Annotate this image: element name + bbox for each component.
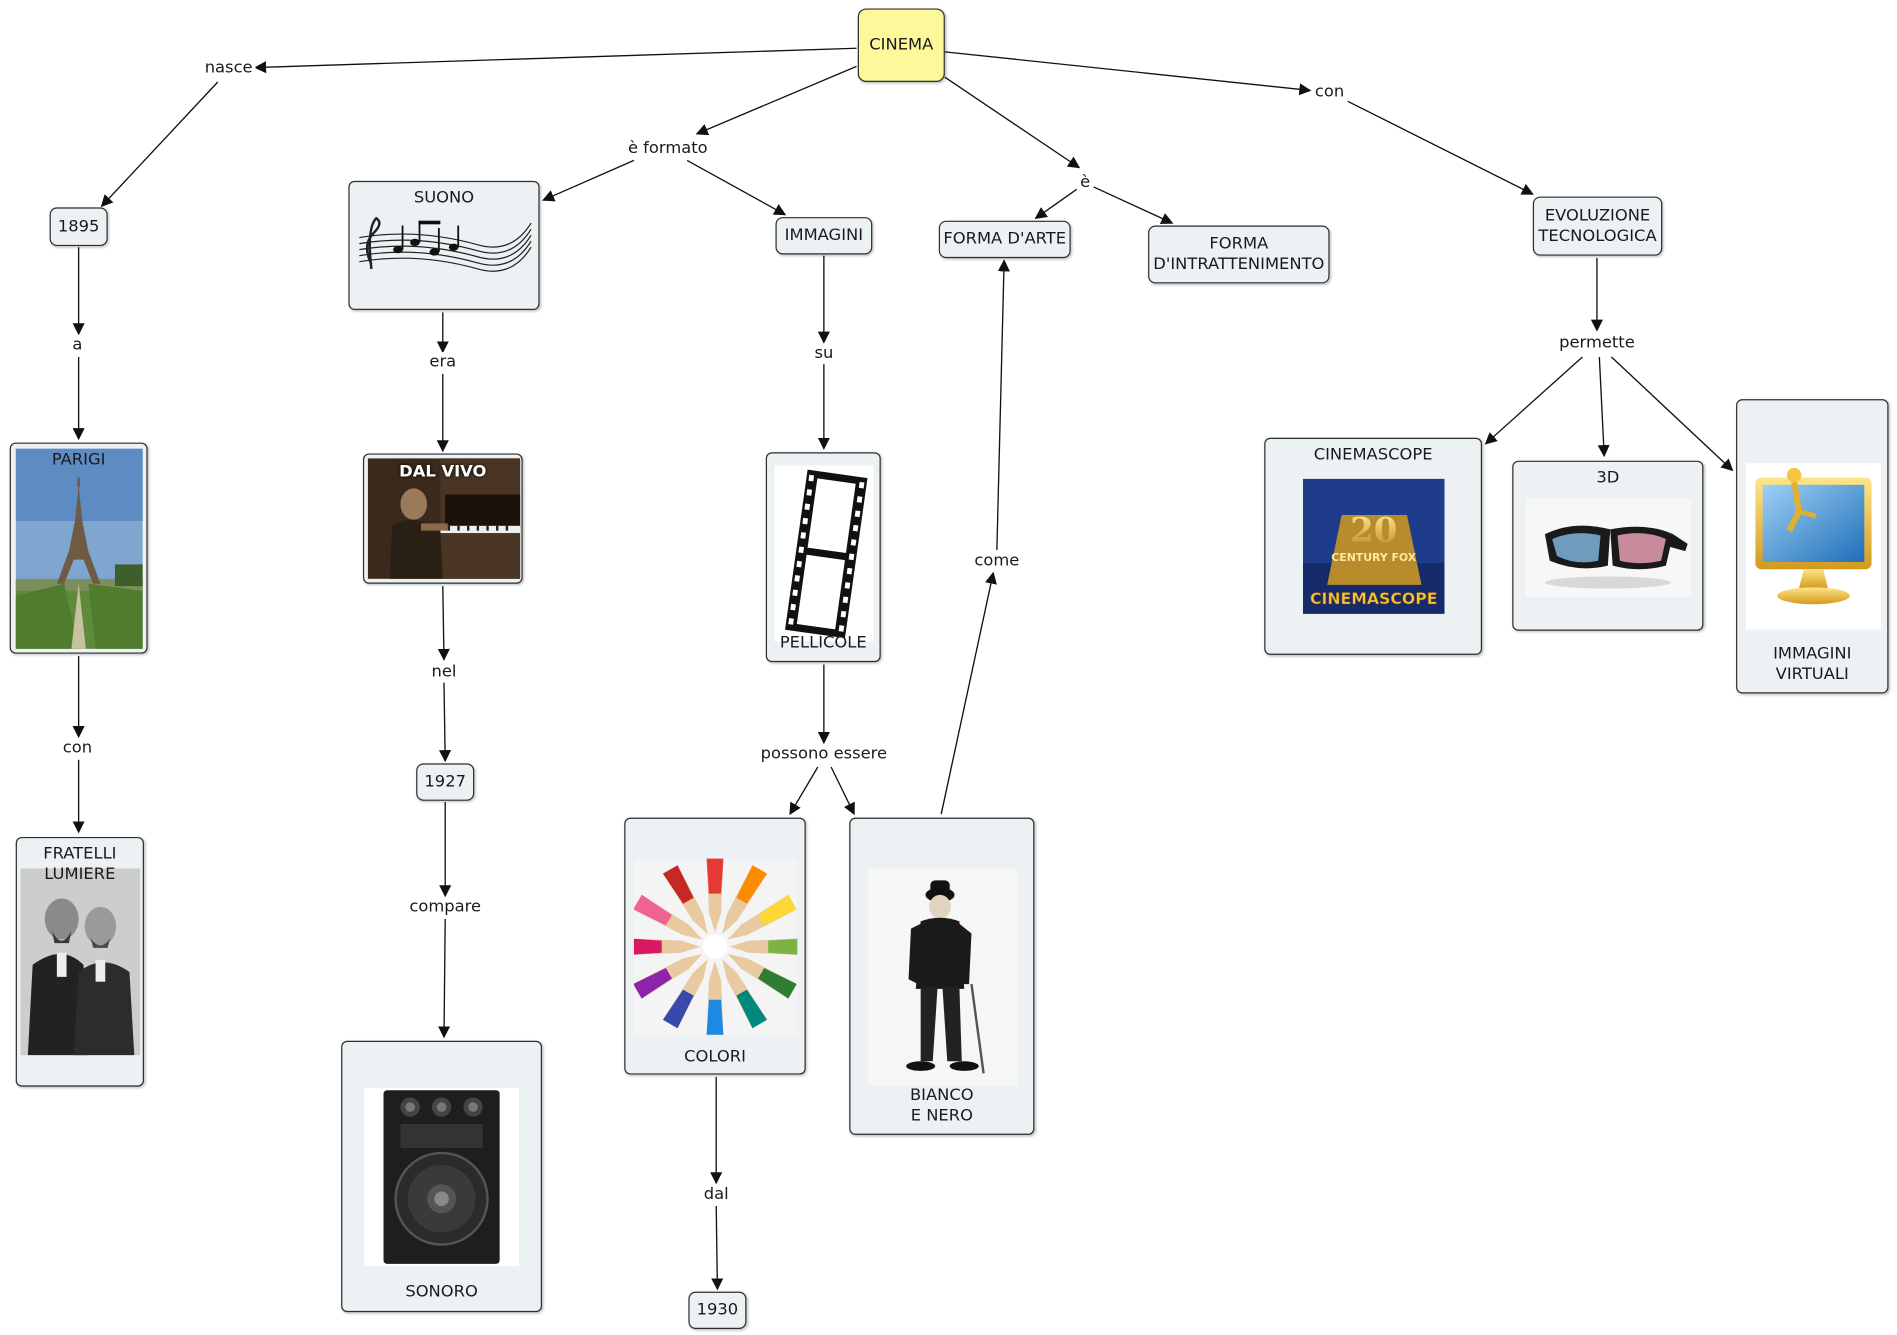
edge-come-arte <box>996 259 1010 550</box>
node-immagini-label: IMMAGINI <box>784 225 864 245</box>
node-pellicole[interactable]: PELLICOLE <box>765 452 881 663</box>
edge-formato-suono <box>542 159 635 202</box>
node-3d-label: 3D <box>1596 467 1620 488</box>
edge-con-evoluzione <box>1347 100 1534 195</box>
node-fratelli-lumiere-label: FRATELLI LUMIERE <box>43 844 117 884</box>
node-1895[interactable]: 1895 <box>49 207 108 247</box>
edge-permette-virtuali <box>1610 356 1734 472</box>
node-dal-vivo-label: DAL VIVO <box>399 461 487 482</box>
edge-cinema-e <box>944 76 1081 169</box>
node-bianco-e-nero[interactable]: BIANCO E NERO <box>849 817 1035 1135</box>
node-1927[interactable]: 1927 <box>416 763 475 801</box>
node-cinemascope[interactable]: CINEMASCOPE 20 CENTURY FOX CINEMASCOPE <box>1264 437 1483 655</box>
link-label-a: a <box>69 335 85 355</box>
colored-pencils-photo <box>633 858 798 1035</box>
link-label-come: come <box>971 551 1022 571</box>
cinemascope-logo-20: 20 <box>1350 510 1397 550</box>
node-bianco-e-nero-label: BIANCO E NERO <box>909 1085 974 1126</box>
node-dal-vivo[interactable]: DAL VIVO <box>362 453 523 584</box>
node-evoluzione-tecnologica-label: EVOLUZIONE TECNOLOGICA <box>1538 205 1657 246</box>
link-label-nasce: nasce <box>202 57 256 78</box>
cinemascope-logo: 20 CENTURY FOX CINEMASCOPE <box>1302 478 1445 614</box>
link-label-era: era <box>426 352 459 372</box>
edge-cinema-formato <box>695 65 857 136</box>
node-suono-label: SUONO <box>413 188 475 208</box>
edge-nasce-1895 <box>100 81 219 208</box>
link-label-e-formato: è formato <box>625 138 711 158</box>
node-immagini-virtuali[interactable]: IMMAGINI VIRTUALI <box>1736 399 1889 694</box>
chaplin-photo <box>867 868 1018 1086</box>
node-forma-d-arte-label: FORMA D'ARTE <box>943 229 1067 249</box>
node-forma-d-intrattenimento[interactable]: FORMA D'INTRATTENIMENTO <box>1148 225 1330 284</box>
edge-possono-bianco <box>830 766 855 816</box>
edge-formato-immagini <box>686 159 787 216</box>
node-immagini[interactable]: IMMAGINI <box>775 217 873 255</box>
link-label-con-top: con <box>1312 82 1347 102</box>
link-label-con-left: con <box>60 738 95 758</box>
3d-glasses-photo <box>1525 498 1692 597</box>
music-notes-icon <box>359 216 532 272</box>
node-suono[interactable]: SUONO <box>348 180 540 310</box>
node-3d[interactable]: 3D <box>1512 460 1704 631</box>
edge-dal-1930 <box>711 1205 724 1291</box>
edge-e-arte <box>1034 188 1078 219</box>
speaker-photo <box>364 1087 520 1267</box>
link-label-permette: permette <box>1556 332 1638 353</box>
edge-cinema-con <box>944 51 1312 96</box>
piano-player-photo <box>367 458 521 579</box>
edge-nel-1927 <box>438 682 452 763</box>
edge-bianco-come <box>940 571 997 815</box>
node-pellicole-label: PELLICOLE <box>779 633 867 653</box>
film-strip-icon <box>774 465 874 642</box>
edge-possono-colori <box>789 766 819 816</box>
node-1930-label: 1930 <box>696 1300 739 1320</box>
node-parigi-label: PARIGI <box>51 449 106 470</box>
edge-e-intr <box>1093 186 1174 225</box>
node-cinemascope-label: CINEMASCOPE <box>1313 445 1433 465</box>
link-label-dal: dal <box>701 1184 732 1204</box>
link-label-nel: nel <box>429 662 459 682</box>
node-colori[interactable]: COLORI <box>624 817 806 1075</box>
cinemascope-logo-wordmark: CINEMASCOPE <box>1310 589 1438 608</box>
node-fratelli-lumiere[interactable]: FRATELLI LUMIERE <box>15 836 144 1087</box>
node-sonoro[interactable]: SONORO <box>341 1040 542 1313</box>
eiffel-tower-photo <box>15 448 143 649</box>
edge-permette-3d <box>1597 356 1610 458</box>
link-label-su: su <box>812 343 836 364</box>
lumiere-brothers-photo <box>20 868 141 1056</box>
node-immagini-virtuali-label: IMMAGINI VIRTUALI <box>1773 644 1852 684</box>
node-colori-label: COLORI <box>684 1046 746 1067</box>
link-label-compare: compare <box>406 897 484 917</box>
node-1930[interactable]: 1930 <box>688 1291 747 1330</box>
edge-dalvivo-nel <box>437 586 450 661</box>
edge-permette-cinemascope <box>1484 356 1583 445</box>
node-forma-d-intrattenimento-label: FORMA D'INTRATTENIMENTO <box>1153 233 1325 274</box>
node-cinema[interactable]: CINEMA <box>857 8 945 83</box>
node-evoluzione-tecnologica[interactable]: EVOLUZIONE TECNOLOGICA <box>1532 196 1663 256</box>
node-cinema-label: CINEMA <box>869 34 934 55</box>
node-1927-label: 1927 <box>424 771 466 792</box>
cinemascope-logo-century-fox: CENTURY FOX <box>1331 551 1417 564</box>
node-forma-d-arte[interactable]: FORMA D'ARTE <box>938 220 1071 259</box>
edge-cinema-nasce <box>254 47 857 74</box>
node-sonoro-label: SONORO <box>405 1281 478 1302</box>
node-1895-label: 1895 <box>57 216 100 236</box>
link-label-e: è <box>1077 172 1093 192</box>
node-parigi[interactable]: PARIGI <box>9 442 148 654</box>
virtual-monitor-icon <box>1745 463 1882 630</box>
link-label-possono-essere: possono essere <box>758 744 890 764</box>
edge-compare-sonoro <box>438 918 451 1039</box>
